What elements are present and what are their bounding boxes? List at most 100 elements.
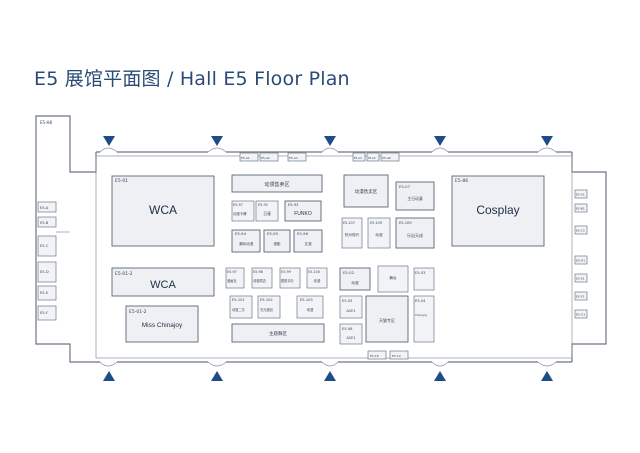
side-booth[interactable] (574, 225, 588, 235)
side-booth-label: E5-C (40, 244, 49, 248)
hall-walls (35, 115, 607, 367)
svg-text:E5-06: E5-06 (342, 327, 353, 331)
svg-text:动漫: 动漫 (375, 232, 383, 237)
booth-e5-93[interactable]: E5-93 FUNKO (284, 200, 322, 222)
side-booth-label: E5-G1 (576, 313, 585, 317)
side-booth-label: E5-C1 (576, 229, 585, 233)
side-booth[interactable] (574, 203, 588, 213)
side-booth-label: E5-B (40, 221, 49, 225)
booth-e5-94[interactable]: E5-94 潮玩动漫 (231, 229, 261, 253)
svg-text:E5-04: E5-04 (415, 299, 426, 303)
booth-miss-chinajoy[interactable]: E5-01-2 Miss Chinajoy (125, 305, 199, 343)
booth-e5-92[interactable]: E5-92 日漫 (255, 200, 279, 222)
svg-text:E5-97: E5-97 (233, 203, 243, 207)
side-booth[interactable] (574, 273, 588, 283)
side-booth[interactable] (574, 309, 588, 319)
svg-text:日漫: 日漫 (263, 211, 271, 216)
booth-e5-04[interactable]: E5-04 Chinajoy (413, 295, 435, 343)
side-booth[interactable] (574, 291, 588, 301)
wall-booth[interactable] (287, 152, 307, 162)
booth-e5-102[interactable]: E5-102 次元漫创 (257, 295, 281, 319)
wall-booth[interactable] (366, 152, 380, 162)
svg-text:舞台: 舞台 (389, 275, 397, 280)
side-booth[interactable] (37, 235, 57, 257)
side-booth-label: E5-F1 (576, 295, 585, 299)
booth-e5-03[interactable]: 舞台 (377, 265, 409, 293)
entrance-arrow-icon (324, 371, 336, 381)
booth-e5-98[interactable]: E5-98 动漫周边 (251, 267, 273, 289)
booth-name: Miss Chinajoy (142, 322, 183, 329)
booth-e5-95[interactable]: E5-95 漫影 (263, 229, 291, 253)
booth-e5-103[interactable]: E5-103 动漫 (296, 295, 324, 319)
side-booth[interactable] (37, 216, 57, 228)
side-booth[interactable] (574, 189, 588, 199)
booth-e5-97[interactable]: E5-97 动漫卡牌 (231, 200, 255, 222)
svg-text:E5-100: E5-100 (308, 270, 320, 274)
booth-e5-100[interactable]: E5-100 动漫 (306, 267, 328, 289)
svg-text:E5-103: E5-103 (300, 298, 313, 302)
entrance-markers (103, 136, 553, 381)
svg-text:漫画社: 漫画社 (227, 278, 237, 283)
booth-e5-107[interactable]: E5-107 杭州现代 (341, 217, 363, 249)
side-booth[interactable] (37, 285, 57, 301)
wall-booth[interactable] (259, 152, 279, 162)
svg-text:动漫二次: 动漫二次 (232, 307, 246, 312)
booth-e5-02[interactable]: E5-02 动漫 (339, 267, 371, 291)
booth-e5-05[interactable]: E5-05 A2E1 (339, 295, 363, 319)
svg-text:E5-93: E5-93 (288, 203, 298, 207)
wall-booth[interactable] (380, 152, 400, 162)
side-booth[interactable] (37, 261, 57, 283)
booth-e5-06[interactable]: E5-06 A2E1 (339, 323, 363, 345)
svg-text:杭州现代: 杭州现代 (345, 232, 360, 237)
entrance-arrow-icon (211, 371, 223, 381)
wall-booth[interactable] (389, 350, 409, 360)
svg-text:E5-86: E5-86 (455, 178, 468, 184)
bottom-strip: E5-18 E5-19 (367, 350, 409, 360)
booth-name: WCA (150, 279, 176, 291)
booth-anime-sales-1[interactable]: 动漫售卖区 (231, 174, 323, 193)
svg-text:E5-107: E5-107 (343, 221, 355, 225)
booth-e5-01-2[interactable]: E5-01-2 WCA (111, 267, 215, 297)
svg-text:动漫周边: 动漫周边 (253, 278, 267, 283)
wall-booth-label: E5-A5 (368, 156, 376, 160)
wall-booth[interactable] (367, 350, 387, 360)
entrance-arrow-icon (211, 136, 223, 146)
booth-e5-99[interactable]: E5-99 模型手办 (279, 267, 301, 289)
wall-booth-label: E5-A6 (382, 156, 391, 160)
left-wing: E5-H8 E5-A E5-B E5-C E5-D E5-E E5-F (37, 120, 70, 321)
svg-text:E5-02: E5-02 (343, 270, 355, 275)
booth-theme-dance[interactable]: 主题舞区 (231, 323, 325, 343)
wall-booth-label: E5-19 (392, 354, 401, 358)
booth-e5-03b[interactable]: E5-03 (413, 267, 435, 291)
svg-text:主题舞区: 主题舞区 (269, 330, 287, 337)
svg-text:次元漫创: 次元漫创 (260, 307, 273, 312)
svg-text:动漫: 动漫 (351, 280, 359, 285)
svg-text:Chinajoy: Chinajoy (415, 313, 427, 317)
booth-e5-109a[interactable]: E5-109 动漫 (367, 217, 391, 249)
booth-name: Cosplay (476, 203, 519, 217)
wall-booth[interactable] (352, 152, 366, 162)
booth-cosplay[interactable]: E5-86 Cosplay (451, 175, 545, 247)
side-booth[interactable] (37, 305, 57, 321)
side-booth[interactable] (574, 255, 588, 265)
svg-text:动漫卡牌: 动漫卡牌 (233, 211, 247, 216)
booth-e5-07[interactable]: E5-07 主日动漫 (395, 181, 435, 211)
top-wall-booths: E5-A1 E5-A2 E5-A3 E5-A4 E5-A5 E5-A6 (239, 152, 400, 162)
svg-text:E5-101: E5-101 (232, 298, 245, 302)
wall-booth-label: E5-A3 (289, 156, 298, 160)
booth-e5-97b[interactable]: E5-97 漫画社 (225, 267, 245, 289)
booth-e5-96[interactable]: E5-96 文漫 (293, 229, 323, 253)
entrance-arrow-icon (324, 136, 336, 146)
booth-anime-sales-2[interactable]: 动漫售卖区 (343, 174, 389, 208)
svg-text:A2E1: A2E1 (346, 336, 355, 340)
svg-text:E5-01: E5-01 (115, 178, 128, 184)
booth-e5-01[interactable]: E5-01 WCA (111, 175, 215, 247)
side-booth[interactable] (37, 201, 57, 213)
booth-e5-109b[interactable]: E5-109 乐自天成 (395, 217, 435, 249)
booth-e5-101[interactable]: E5-101 动漫二次 (229, 295, 253, 319)
svg-text:E5-94: E5-94 (235, 231, 247, 236)
booth-tmall[interactable]: 天猫专区 (365, 295, 409, 343)
svg-text:E5-99: E5-99 (281, 270, 291, 274)
svg-text:潮玩动漫: 潮玩动漫 (239, 241, 254, 246)
wall-booth[interactable] (239, 152, 259, 162)
